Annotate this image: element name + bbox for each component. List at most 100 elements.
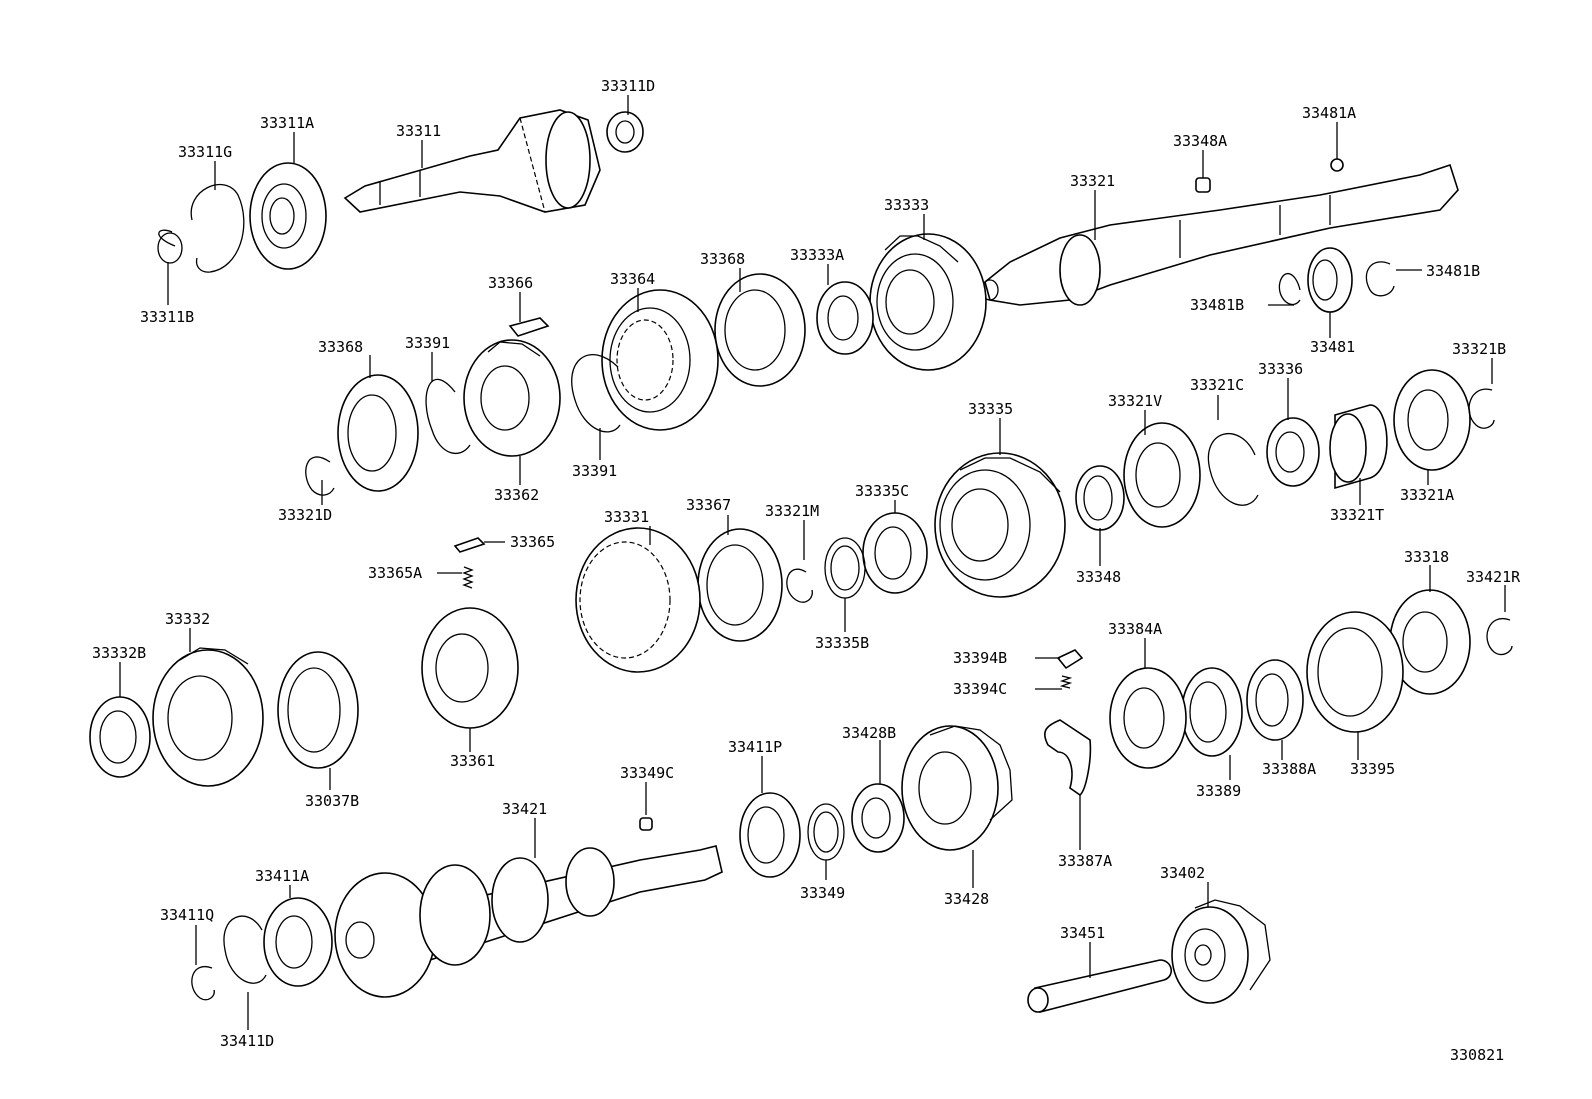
part-snap-ring-33321C [1207,433,1259,506]
label-33037B: 33037B [305,792,359,810]
part-ring-33389 [1181,667,1243,757]
label-33321M: 33321M [765,502,819,520]
part-shifting-key-33366 [508,317,550,337]
label-33311D: 33311D [601,77,655,95]
label-33311B: 33311B [140,308,194,326]
label-33411Q: 33411Q [160,906,214,924]
label-33321A: 33321A [1400,486,1454,504]
label-33331: 33331 [604,508,649,526]
part-bracket-33387A [1044,719,1092,797]
label-33318: 33318 [1404,548,1449,566]
part-bearing-33311A [249,162,327,270]
label-33332B: 33332B [92,644,146,662]
part-hub-33362 [463,339,561,457]
label-33333A: 33333A [790,246,844,264]
part-snap-ring-33311B [157,229,183,264]
part-spring-33365A [462,566,474,589]
label-33481A: 33481A [1302,104,1356,122]
label-33311: 33311 [396,122,441,140]
part-synchro-ring-33368-upper [714,273,806,387]
part-ring-33388A [1246,659,1304,741]
part-needle-bearing-33335C [862,512,928,594]
part-gear-33336 [1266,417,1320,487]
part-needle-bearing-33428B [851,783,905,853]
part-snap-ring-33311G [190,184,245,273]
label-33321D: 33321D [278,506,332,524]
part-synchro-ring-33367 [697,528,783,642]
label-33335B: 33335B [815,634,869,652]
part-sleeve-33395 [1306,611,1404,733]
label-33321V: 33321V [1108,392,1162,410]
part-snap-ring-33481B-right [1365,261,1395,297]
label-33394C: 33394C [953,680,1007,698]
label-33481B-right: 33481B [1426,262,1480,280]
label-33367: 33367 [686,496,731,514]
leader-lines [119,95,1506,1030]
label-33368-upper: 33368 [700,250,745,268]
label-33388A: 33388A [1262,760,1316,778]
label-33391-b: 33391 [572,462,617,480]
label-33481B-left: 33481B [1190,296,1244,314]
part-snap-ring-33321M [786,568,813,603]
label-33411P: 33411P [728,738,782,756]
part-needle-bearing-small [606,111,644,153]
part-needle-bearing-33332B [89,696,151,778]
label-33349: 33349 [800,884,845,902]
part-ring-33335B [824,537,866,599]
part-hub-33384A [1109,667,1187,769]
label-33365A: 33365A [368,564,422,582]
part-shifting-key-33365 [453,537,486,553]
part-snap-ring-33391-a [425,378,471,454]
part-gear-33331 [575,527,701,673]
part-synchro-ring-33368-left [337,374,419,492]
label-33336: 33336 [1258,360,1303,378]
part-key-33348A [1195,177,1211,193]
label-33332: 33332 [165,610,210,628]
part-snap-ring-33391-b [571,354,621,433]
part-gear-33333 [869,233,987,371]
part-key-33394B [1056,649,1084,670]
label-33389: 33389 [1196,782,1241,800]
label-33481: 33481 [1310,338,1355,356]
label-33349C: 33349C [620,764,674,782]
part-gear-33428 [901,725,1013,851]
part-labels: 33311D 33311A 33311 33311G 33311B 33348A… [92,77,1521,1050]
part-bearing-race-33348 [1075,465,1125,531]
label-33428: 33428 [944,890,989,908]
label-33368-left: 33368 [318,338,363,356]
label-33421R: 33421R [1466,568,1521,586]
part-bearing-33321V [1123,422,1201,528]
label-33335: 33335 [968,400,1013,418]
part-ball-33481A [1330,158,1344,172]
part-snap-ring-33421R [1486,617,1513,656]
label-33428B: 33428B [842,724,896,742]
part-snap-ring-33411D [223,915,267,984]
part-bearing-33321A [1393,369,1471,471]
label-33348A: 33348A [1173,132,1227,150]
part-gear-33332 [152,647,264,787]
label-33451: 33451 [1060,924,1105,942]
part-spacer-33321T [1329,404,1388,490]
label-33364: 33364 [610,270,655,288]
part-output-shaft [981,163,1459,306]
label-33362: 33362 [494,486,539,504]
part-gear-33402 [1171,899,1271,1004]
part-gear-33335 [934,452,1066,598]
label-33348: 33348 [1076,568,1121,586]
part-needle-bearing-33333A [816,281,874,355]
label-33321C: 33321C [1190,376,1244,394]
label-33321T: 33321T [1330,506,1384,524]
part-shaft-33451 [1027,959,1172,1013]
part-ring-33481 [1307,247,1353,313]
label-33384A: 33384A [1108,620,1162,638]
label-33321: 33321 [1070,172,1115,190]
label-33365: 33365 [510,533,555,551]
label-33366: 33366 [488,274,533,292]
part-hub-33361 [421,607,519,729]
label-33391-a: 33391 [405,334,450,352]
label-33361: 33361 [450,752,495,770]
part-snap-ring-33321B [1468,388,1495,429]
part-key-33349C [639,817,653,831]
label-33321B: 33321B [1452,340,1506,358]
part-bearing-33411P [739,792,801,878]
